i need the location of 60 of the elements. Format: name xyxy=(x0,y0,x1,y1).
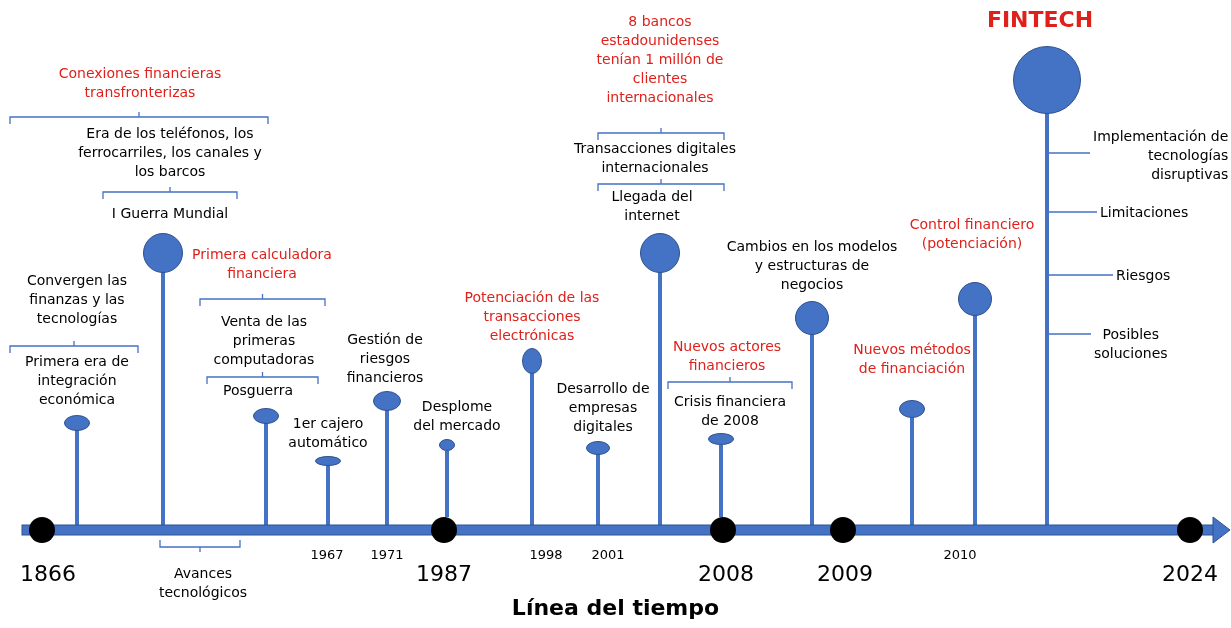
timeline-pin xyxy=(795,301,829,335)
event-label: Desplome del mercado xyxy=(412,397,502,435)
event-label: I Guerra Mundial xyxy=(110,204,230,223)
year-label: 2008 xyxy=(697,560,755,588)
event-label: Posguerra xyxy=(222,381,294,400)
timeline-dot xyxy=(830,517,856,543)
timeline-pin xyxy=(373,391,401,411)
event-label: Llegada del internet xyxy=(610,187,694,225)
event-label: Transacciones digitales internacionales xyxy=(572,139,738,177)
timeline-pin xyxy=(708,433,734,445)
timeline-pin xyxy=(315,456,341,466)
event-label: Venta de las primeras computadoras xyxy=(212,312,316,369)
year-label: 1971 xyxy=(369,546,405,564)
event-label: 1er cajero automático xyxy=(287,414,369,452)
event-label: Desarrollo de empresas digitales xyxy=(555,379,651,436)
timeline-dot xyxy=(431,517,457,543)
event-label: Avances tecnológicos xyxy=(158,564,248,602)
event-label: Gestión de riesgos financieros xyxy=(345,330,425,387)
year-label: 1866 xyxy=(19,560,77,588)
timeline-pin xyxy=(253,408,279,424)
event-label: 8 bancos estadounidenses tenían 1 millón de clientes internacionales xyxy=(595,12,725,107)
event-label: Conexiones financieras transfronterizas xyxy=(57,64,223,102)
event-label: Convergen las finanzas y las tecnologías xyxy=(25,271,129,328)
timeline-pin xyxy=(64,415,90,431)
event-label: Nuevos métodos de financiación xyxy=(852,340,972,378)
branch-label: Posibles soluciones xyxy=(1094,325,1168,363)
timeline-pin xyxy=(586,441,610,455)
event-label: Crisis financiera de 2008 xyxy=(673,392,787,430)
timeline-dot xyxy=(1177,517,1203,543)
year-label: 2024 xyxy=(1161,560,1219,588)
year-label: 2009 xyxy=(816,560,874,588)
timeline-pin xyxy=(640,233,680,273)
year-label: 2001 xyxy=(590,546,626,564)
timeline-pin xyxy=(522,348,542,374)
pin-stem xyxy=(445,451,449,517)
year-label: 2010 xyxy=(942,546,978,564)
event-label: Nuevos actores financieros xyxy=(671,337,783,375)
timeline-dot xyxy=(29,517,55,543)
year-label: 1967 xyxy=(309,546,345,564)
timeline-pin xyxy=(899,400,925,418)
timeline-pin xyxy=(958,282,992,316)
event-label: Primera calculadora financiera xyxy=(191,245,333,283)
year-label: 1998 xyxy=(528,546,564,564)
event-label: Control financiero (potenciación) xyxy=(908,215,1036,253)
branch-label: Riesgos xyxy=(1116,266,1171,285)
branch-line xyxy=(1047,113,1092,335)
branch-label: Limitaciones xyxy=(1100,203,1189,222)
branch-label: Implementación de tecnologías disruptivas xyxy=(1093,127,1229,184)
event-label: Primera era de integración económica xyxy=(24,352,130,409)
timeline-title: Línea del tiempo xyxy=(510,594,721,622)
year-label: 1987 xyxy=(415,560,473,588)
pin-stem xyxy=(719,445,723,517)
timeline-pin xyxy=(143,233,183,273)
heading-label: FINTECH xyxy=(985,6,1095,34)
timeline-pin xyxy=(1013,46,1081,114)
timeline-pin xyxy=(439,439,455,451)
event-label: Cambios en los modelos y estructuras de negocios xyxy=(725,237,899,294)
event-label: Potenciación de las transacciones electrónicas xyxy=(463,288,601,345)
timeline-dot xyxy=(710,517,736,543)
event-label: Era de los teléfonos, los ferrocarriles, los canales y los barcos xyxy=(77,124,263,181)
